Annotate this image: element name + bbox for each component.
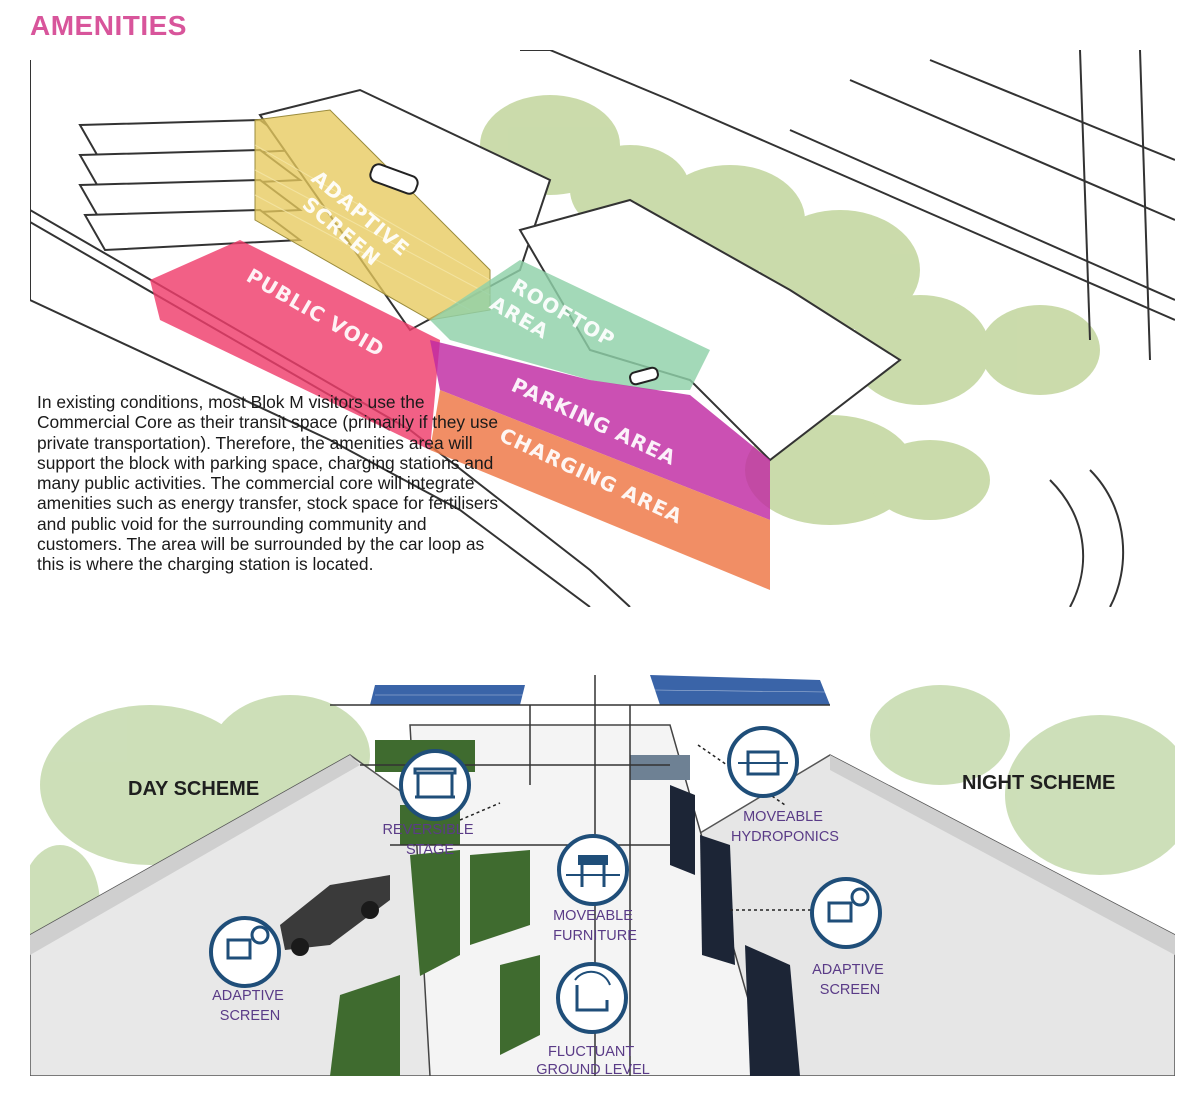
car-icon <box>369 163 419 195</box>
night-deck-edge <box>830 755 1175 955</box>
car-icon <box>629 366 659 386</box>
leader-lines <box>459 744 815 911</box>
moveable-furniture-label: MOVEABLE FURNITURE <box>553 908 637 944</box>
adaptive-screen-left-label: ADAPTIVE SCREEN <box>212 988 288 1024</box>
screen-icon <box>209 916 281 988</box>
day-night-scheme-diagram: DAY SCHEME NIGHT SCHEME REVERSIBLE STAGE <box>30 665 1175 1076</box>
moveable-hydroponics-label: MOVEABLE HYDROPONICS <box>731 809 839 845</box>
reversible-stage-label: REVERSIBLE STAGE <box>382 822 477 858</box>
day-scheme-label: DAY SCHEME <box>128 778 259 800</box>
amenities-axonometric-diagram: ADAPTIVE SCREEN PUBLIC VOID ROOFTOP AREA… <box>30 50 1175 607</box>
page-title: AMENITIES <box>30 10 187 41</box>
solar-panel-group <box>370 675 830 705</box>
stage-icon <box>399 749 471 821</box>
rooftop-zone <box>430 260 710 390</box>
car-icon <box>280 875 390 956</box>
screen-wall-group <box>630 755 800 1076</box>
ground-level-icon <box>556 962 628 1034</box>
fluctuant-ground-level-label: FLUCTUANT GROUND LEVEL <box>536 1044 650 1076</box>
parking-zone <box>430 340 770 520</box>
hydroponics-icon <box>727 726 799 798</box>
screen-icon <box>810 877 882 949</box>
public-void-zone <box>150 240 440 450</box>
night-scheme-label: NIGHT SCHEME <box>962 772 1115 794</box>
adaptive-screen-right-label: ADAPTIVE SCREEN <box>812 962 888 998</box>
day-deck-edge <box>30 755 360 955</box>
furniture-icon <box>557 834 629 906</box>
green-wall-group <box>330 740 540 1076</box>
charging-zone <box>430 390 770 590</box>
description-text: In existing conditions, most Blok M visi… <box>37 392 499 575</box>
parking-ramp-stack <box>78 118 303 252</box>
